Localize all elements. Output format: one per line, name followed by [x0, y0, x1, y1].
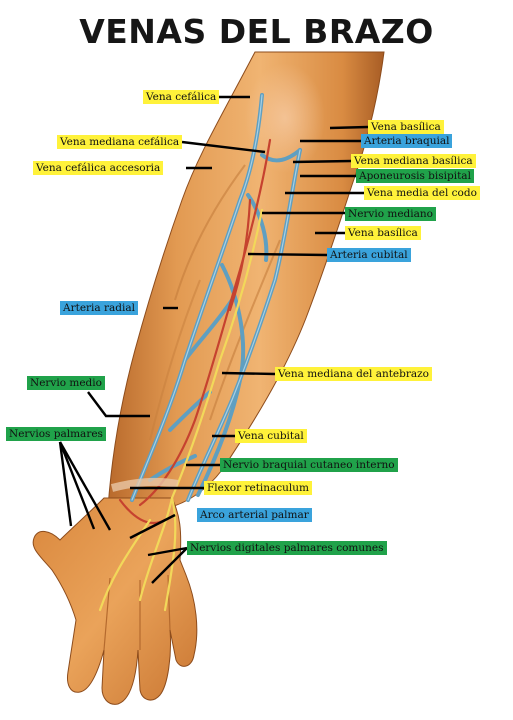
hand-shape — [32, 497, 198, 705]
label-arco-arterial-palmar: Arco arterial palmar — [197, 508, 312, 522]
label-vena-media-del-codo: Vena media del codo — [364, 186, 480, 200]
label-nervio-mediano: Nervio mediano — [345, 207, 436, 221]
label-vena-basilica-mid: Vena basílica — [345, 226, 421, 240]
leader-lines — [58, 95, 369, 584]
label-vena-mediana-antebrazo: Vena mediana del antebrazo — [275, 367, 433, 381]
muscle-line — [174, 164, 246, 301]
label-vena-cefalica-accesoria: Vena cefálica accesoria — [33, 161, 164, 175]
label-aponeurosis-bisipital: Aponeurosis bisipital — [356, 169, 474, 183]
label-vena-cubital: Vena cubital — [235, 429, 307, 443]
label-flexor-retinaculum: Flexor retinaculum — [204, 481, 313, 495]
label-arteria-cubital: Arteria cubital — [327, 248, 411, 262]
page-title: VENAS DEL BRAZO — [79, 12, 434, 51]
elbow-highlight — [245, 63, 325, 173]
label-nervios-palmares: Nervios palmares — [6, 427, 106, 441]
label-nervios-digitales: Nervios digitales palmares comunes — [187, 541, 387, 555]
label-nervio-medio: Nervio medio — [27, 376, 105, 390]
label-arteria-radial: Arteria radial — [60, 301, 138, 315]
label-vena-basilica-top: Vena basílica — [368, 120, 444, 134]
label-vena-mediana-cefalica: Vena mediana cefálica — [57, 135, 183, 149]
label-arteria-braquial: Arteria braquial — [361, 134, 453, 148]
label-vena-mediana-basilica: Vena mediana basílica — [351, 154, 476, 168]
label-vena-cefalica: Vena cefálica — [143, 90, 220, 104]
muscle-line — [149, 279, 201, 441]
label-nervio-braquial-cutaneo: Nervio braquial cutaneo interno — [220, 458, 398, 472]
retinaculum-band — [110, 477, 179, 492]
finger-crease — [167, 574, 171, 631]
